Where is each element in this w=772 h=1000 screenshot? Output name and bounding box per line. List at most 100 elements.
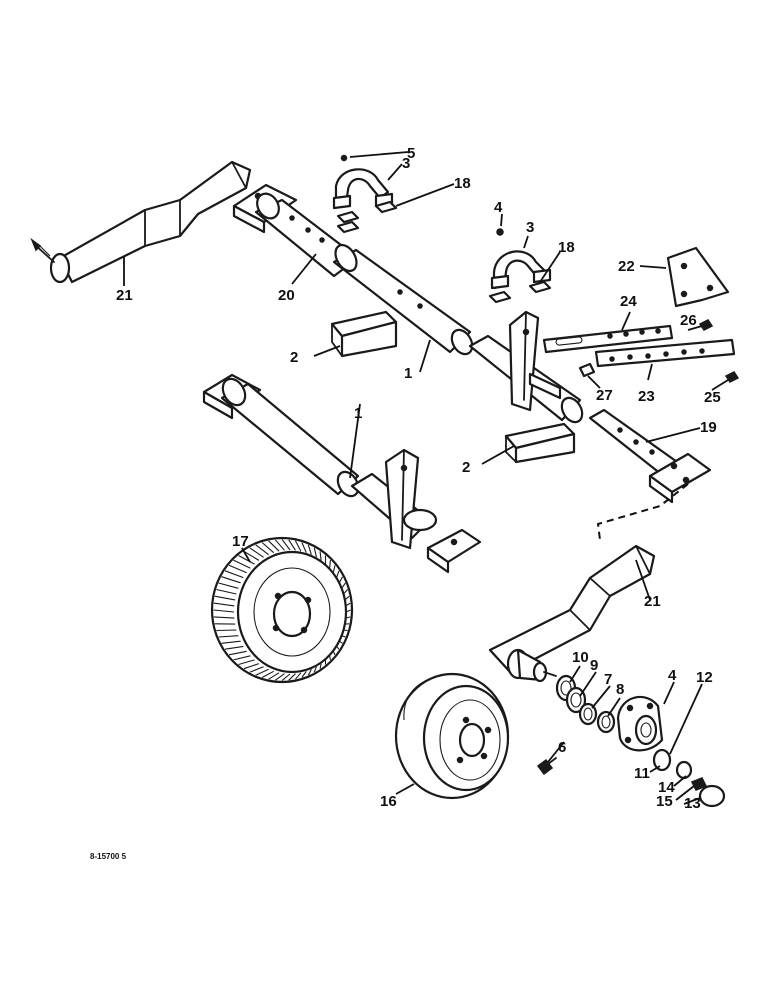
wheel-bolt: [536, 757, 557, 776]
axle-arm-left: [30, 160, 252, 284]
tread-line: [301, 670, 307, 678]
callout-19: 19: [700, 419, 717, 436]
callout-22: 22: [618, 258, 635, 275]
tread-line: [301, 542, 307, 553]
u-clamp-upper: [332, 154, 398, 234]
gusset-plate: [666, 246, 730, 308]
callout-18: 18: [558, 239, 575, 256]
tread-line: [249, 547, 264, 558]
tread-line: [329, 560, 332, 569]
tread-line: [281, 673, 291, 682]
tread-line: [288, 539, 296, 551]
callout-16: 16: [380, 793, 397, 810]
callout-13: 13: [684, 795, 701, 812]
tread-line: [313, 547, 317, 558]
tread-line: [224, 645, 244, 650]
callout-21: 21: [116, 287, 133, 304]
tread-line: [214, 595, 236, 601]
callout-4: 4: [494, 199, 503, 216]
tread-line: [345, 609, 351, 613]
tread-line: [224, 570, 244, 579]
callout-25: 25: [704, 389, 721, 406]
tread-line: [281, 539, 291, 551]
drilled-strap: [594, 338, 736, 368]
callout-14: 14: [658, 779, 675, 796]
strap-bolts: [578, 319, 740, 383]
tread-line: [228, 564, 247, 574]
tread-line: [274, 673, 285, 681]
tread-line: [329, 655, 332, 661]
tread-line: [307, 544, 312, 555]
callout-10: 10: [572, 649, 589, 666]
callout-17: 17: [232, 533, 249, 550]
callout-18: 18: [454, 175, 471, 192]
callout-15: 15: [656, 793, 673, 810]
tread-line: [332, 565, 336, 573]
tread-line: [313, 666, 317, 673]
tread-line: [341, 635, 346, 638]
tread-line: [336, 646, 340, 650]
tread-line: [338, 576, 343, 584]
drawing-reference: 8-15700 5: [90, 852, 127, 861]
tread-line: [294, 540, 302, 552]
callout-labels: 5 3 18 4 3 18 22 24 26 27 23 25 1 2 20 2…: [116, 145, 721, 812]
tread-line: [218, 635, 239, 638]
tread-line: [319, 663, 322, 669]
callout-9: 9: [590, 657, 598, 674]
wheel-spindle: [506, 648, 557, 683]
tread-line: [274, 539, 285, 551]
callout-26: 26: [680, 312, 697, 329]
tread-line: [288, 673, 296, 681]
tread-line: [216, 629, 237, 632]
tread-line: [255, 668, 269, 676]
lower-axle-tube: [202, 373, 482, 574]
tread-line: [336, 570, 340, 578]
main-axle-tube: [232, 183, 712, 504]
callout-27: 27: [596, 387, 613, 404]
callout-3: 3: [526, 219, 534, 236]
tread-line: [216, 588, 237, 595]
tread-line: [294, 672, 302, 680]
tread-line: [213, 609, 235, 613]
tread-line: [319, 551, 322, 561]
leader-lines: [123, 151, 729, 805]
tread-line: [233, 559, 251, 569]
tread-line: [243, 550, 260, 561]
tread-line: [344, 595, 350, 601]
tread-line: [343, 629, 348, 632]
callout-2: 2: [462, 459, 470, 476]
tread-line: [268, 672, 280, 680]
u-clamp-middle: [488, 228, 552, 304]
tread-line: [332, 651, 336, 656]
callout-6: 6: [558, 739, 566, 756]
tread-line: [243, 663, 260, 670]
slotted-strap: [542, 324, 674, 354]
alignment-dashed-line: [596, 483, 689, 541]
tread-line: [221, 640, 241, 644]
tread-line: [218, 582, 239, 589]
tread-line: [339, 640, 343, 644]
callout-3: 3: [402, 155, 410, 172]
support-bracket-upper: [330, 310, 398, 358]
callout-1: 1: [404, 365, 412, 382]
tread-line: [238, 555, 255, 565]
tread-line: [213, 616, 235, 619]
tread-line: [213, 602, 235, 607]
tread-line: [261, 670, 274, 678]
tread-line: [343, 589, 349, 595]
tire-tread: [213, 539, 351, 682]
tread-line: [249, 666, 264, 673]
tread-line: [221, 576, 241, 584]
callout-24: 24: [620, 293, 637, 310]
tread-line: [255, 544, 269, 556]
outer-bearing-and-cap: [652, 748, 726, 808]
tread-line: [261, 542, 275, 554]
callout-23: 23: [638, 388, 655, 405]
tread-line: [307, 669, 312, 676]
callout-21: 21: [644, 593, 661, 610]
tread-line: [238, 659, 255, 666]
tread-line: [341, 582, 346, 589]
callout-8: 8: [616, 681, 624, 698]
